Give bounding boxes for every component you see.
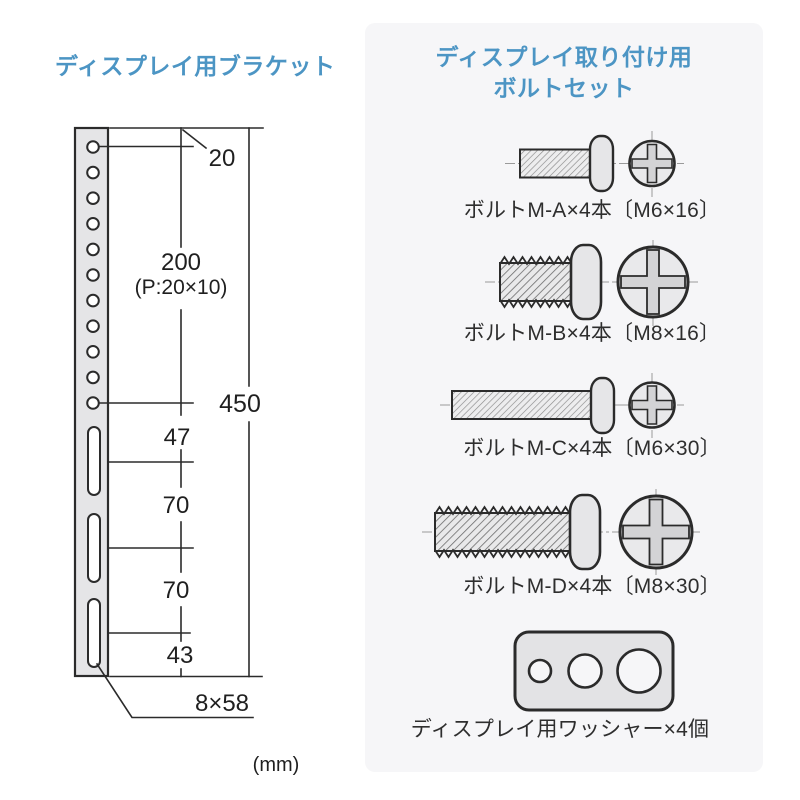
bolt-ma-shaft — [519, 148, 593, 179]
washer-hole-medium — [567, 653, 603, 689]
bolt-mc-shaft — [451, 390, 594, 420]
bolt-ma-head-side — [588, 134, 615, 193]
dimension-lines — [95, 127, 264, 719]
dim-slot-pitch-2: 70 — [163, 577, 190, 604]
bolt-md-figure — [422, 489, 700, 577]
dim-hole-offset-top: 20 — [209, 145, 236, 172]
bolt-ma-figure — [505, 131, 684, 197]
bracket-title: ディスプレイ用ブラケット — [55, 53, 336, 79]
bolt-mc-label: ボルトM-C×4本〔M6×30〕 — [463, 437, 721, 460]
washer-figure — [513, 630, 675, 712]
bolt-md-head-side — [568, 493, 602, 571]
unit-label: (mm) — [253, 754, 300, 776]
bolt-mc-phillips-icon — [631, 385, 673, 425]
bolt-set-title: ディスプレイ取り付け用 ボルトセット — [365, 42, 763, 104]
dim-slot-offset-bottom: 43 — [167, 642, 194, 669]
dim-gap-hole-to-slot: 47 — [164, 424, 191, 451]
bracket-drawing: 20 200 (P:20×10) 450 47 70 70 43 8×58 (m… — [73, 126, 300, 776]
bolt-set-title-line1: ディスプレイ取り付け用 — [435, 44, 693, 70]
bolt-md-shaft — [434, 512, 573, 552]
bracket-slots — [87, 426, 101, 668]
bolt-md-phillips-icon — [622, 498, 690, 566]
bolt-mb-head-side — [569, 243, 603, 321]
bolt-mc-figure — [440, 373, 684, 438]
dim-slot-pitch-1: 70 — [163, 492, 190, 519]
bolt-ma-label: ボルトM-A×4本〔M6×16〕 — [463, 199, 721, 222]
dim-hole-pitch: (P:20×10) — [135, 276, 228, 299]
bolt-ma-phillips-icon — [631, 143, 673, 184]
washer-label: ディスプレイ用ワッシャー×4個 — [410, 718, 710, 741]
washer-hole-small — [527, 658, 553, 684]
bolt-set-title-line2: ボルトセット — [493, 75, 635, 101]
dim-hole-span: 200 — [161, 249, 201, 276]
bolt-mb-figure — [485, 240, 698, 326]
dim-total-height: 450 — [219, 390, 261, 418]
bracket-round-holes — [86, 140, 100, 410]
washer-hole-large — [616, 648, 662, 694]
bolt-mb-shaft — [499, 262, 574, 302]
bolt-md-label: ボルトM-D×4本〔M8×30〕 — [463, 575, 721, 598]
bolt-mb-label: ボルトM-B×4本〔M8×16〕 — [463, 322, 721, 345]
bolt-mc-head-side — [589, 376, 616, 435]
bolt-mb-phillips-icon — [620, 249, 686, 315]
dim-slot-size: 8×58 — [195, 690, 249, 717]
